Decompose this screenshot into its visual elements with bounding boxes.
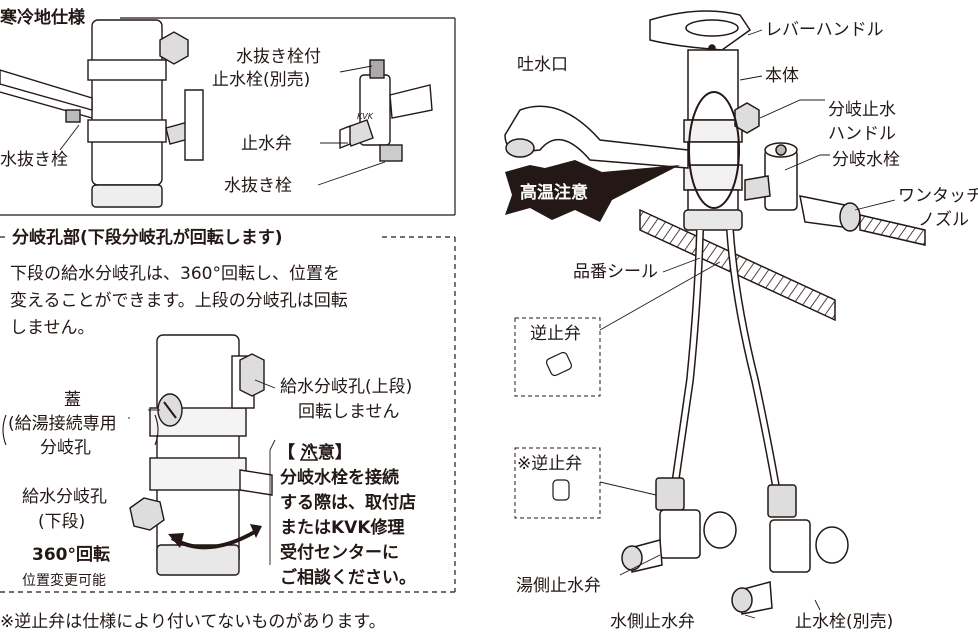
hot-warning-label: 高温注意: [520, 183, 588, 203]
lid-label-1: 蓋: [64, 390, 81, 410]
check-valve-label: 止水弁: [241, 134, 292, 154]
one-touch-label-2: ノズル: [918, 210, 969, 230]
check-valve-note-label: ※逆止弁: [517, 454, 583, 474]
cold-region-frame: [0, 17, 456, 216]
plug-valve-label-1: 水抜き栓付: [236, 47, 321, 67]
cold-region-leader-lines: [59, 65, 386, 186]
rotate-arrow: [168, 524, 262, 550]
lower-branch-label-1: 給水分岐孔: [22, 487, 107, 507]
branch-handle-label-2: ハンドル: [828, 124, 896, 144]
hot-stop-valve-label: 湯側止水弁: [516, 576, 601, 596]
branch-desc-line-1: 下段の給水分岐孔は、360°回転し、位置を: [10, 264, 340, 284]
lid-bracket: [2, 414, 159, 446]
check-valve-boxes: [514, 317, 601, 519]
caution-line-4: 受付センターに: [280, 543, 399, 563]
one-touch-label-1: ワンタッチ: [898, 186, 978, 206]
drain-plug-right-label: 水抜き栓: [224, 176, 292, 196]
branch-handle-label-1: 分岐止水: [828, 100, 896, 120]
branch-valve-label: 分岐水栓: [832, 150, 900, 170]
branch-section-title: 分岐孔部(下段分岐孔が回転します): [12, 228, 283, 248]
lever-handle-label: レバーハンドル: [765, 20, 884, 40]
lid-label-2: (給湯接続専用: [8, 414, 117, 434]
spout-label: 吐水口: [517, 55, 568, 75]
plug-valve-label-2: 止水栓(別売): [212, 70, 311, 90]
part-seal-label: 品番シール: [573, 262, 658, 282]
cold-region-faucet-drawing: [0, 19, 433, 208]
cold-region-title: 寒冷地仕様: [0, 8, 85, 28]
rotate-sub-label: 位置変更可能: [22, 573, 106, 589]
cold-stop-valve-label: 水側止水弁: [610, 612, 695, 632]
main-leader-lines: [599, 29, 896, 619]
caution-title: 【 注意】: [278, 443, 352, 463]
branch-frame: [0, 236, 456, 593]
branch-desc-line-2: 変えることができます。上段の分岐孔は回転: [10, 291, 348, 311]
caution-title-text: 【 注意】: [278, 443, 352, 463]
footnote: ※逆止弁は仕様により付いてないものがあります。: [0, 612, 386, 632]
branch-leader-lines: [128, 379, 276, 565]
branch-faucet-drawing: [129, 334, 273, 576]
stop-valve-label: 止水栓(別売): [795, 612, 894, 632]
drain-plug-left-label: 水抜き栓: [0, 150, 68, 170]
caution-line-2: する際は、取付店: [280, 493, 416, 513]
kvk-brand-mark: KVK: [357, 112, 373, 121]
caution-line-1: 分岐水栓を接続: [280, 468, 399, 488]
upper-branch-label-2: 回転しません: [298, 402, 400, 422]
caution-line-3: またはKVK修理: [280, 518, 405, 538]
hot-warning-callout: [505, 91, 740, 222]
rotate-label: 360°回転: [32, 545, 110, 565]
caution-line-5: ご相談ください。: [280, 568, 416, 588]
main-faucet-drawing: [504, 10, 926, 615]
branch-desc-line-3: しません。: [10, 318, 95, 338]
check-valve-box-label: 逆止弁: [530, 324, 581, 344]
body-label: 本体: [765, 66, 799, 86]
lid-label-3: 分岐孔: [40, 438, 91, 458]
lower-branch-label-2: (下段): [38, 512, 86, 532]
upper-branch-label-1: 給水分岐孔(上段): [280, 377, 413, 397]
warning-triangle-icon: [300, 444, 318, 461]
